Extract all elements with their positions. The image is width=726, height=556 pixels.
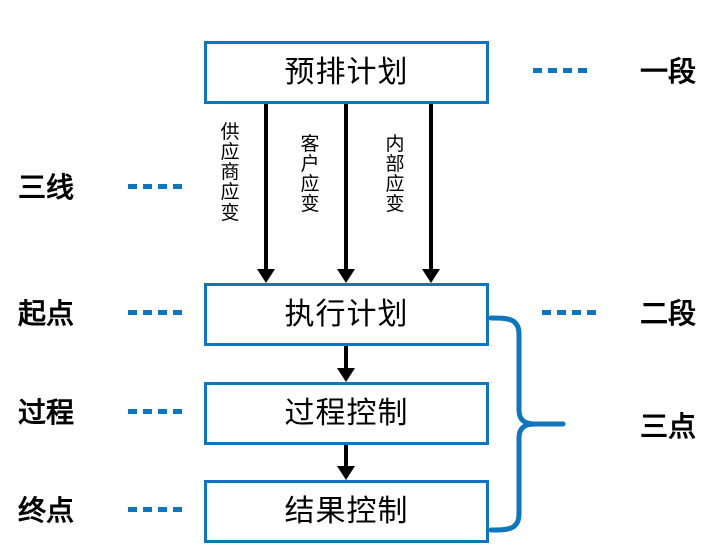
dash-line-stage-two — [542, 310, 600, 315]
arrow-shaft — [344, 104, 348, 269]
right-label-stage-one: 一段 — [640, 55, 697, 88]
stream-label-supplier: 供应商应变 — [220, 121, 240, 224]
arrow-head — [337, 466, 355, 480]
curly-brace-icon — [488, 315, 566, 533]
process-box-preplan[interactable]: 预排计划 — [204, 41, 489, 104]
arrow-shaft — [264, 104, 268, 269]
dash-line-stage-one — [533, 68, 591, 73]
arrow-head — [337, 269, 355, 283]
right-label-stage-two: 二段 — [640, 297, 697, 330]
right-label-three-points: 三点 — [640, 410, 697, 443]
process-box-exec-label: 执行计划 — [284, 296, 409, 332]
stream-label-internal: 内部应变 — [385, 133, 405, 216]
arrow-shaft — [344, 346, 348, 368]
dash-line-three-lines — [128, 184, 186, 189]
process-box-preplan-label: 预排计划 — [284, 54, 409, 90]
process-box-process-control-label: 过程控制 — [284, 395, 409, 431]
left-label-three-lines: 三线 — [18, 171, 75, 204]
arrow-shaft — [344, 445, 348, 466]
arrow-shaft — [429, 104, 433, 269]
curly-brace-group — [487, 312, 567, 541]
process-box-exec[interactable]: 执行计划 — [204, 283, 489, 346]
process-box-result-control-label: 结果控制 — [284, 493, 409, 529]
dash-line-end-point — [128, 507, 186, 512]
arrow-head — [422, 269, 440, 283]
left-label-end-point: 终点 — [18, 494, 75, 527]
left-label-start-point: 起点 — [18, 297, 75, 330]
dash-line-start-point — [128, 310, 186, 315]
arrow-head — [257, 269, 275, 283]
arrow-head — [337, 368, 355, 382]
left-label-process: 过程 — [18, 396, 75, 429]
dash-line-process — [128, 409, 186, 414]
process-box-result-control[interactable]: 结果控制 — [204, 480, 489, 543]
process-box-process-control[interactable]: 过程控制 — [204, 382, 489, 445]
stream-label-customer: 客户应变 — [300, 133, 320, 216]
